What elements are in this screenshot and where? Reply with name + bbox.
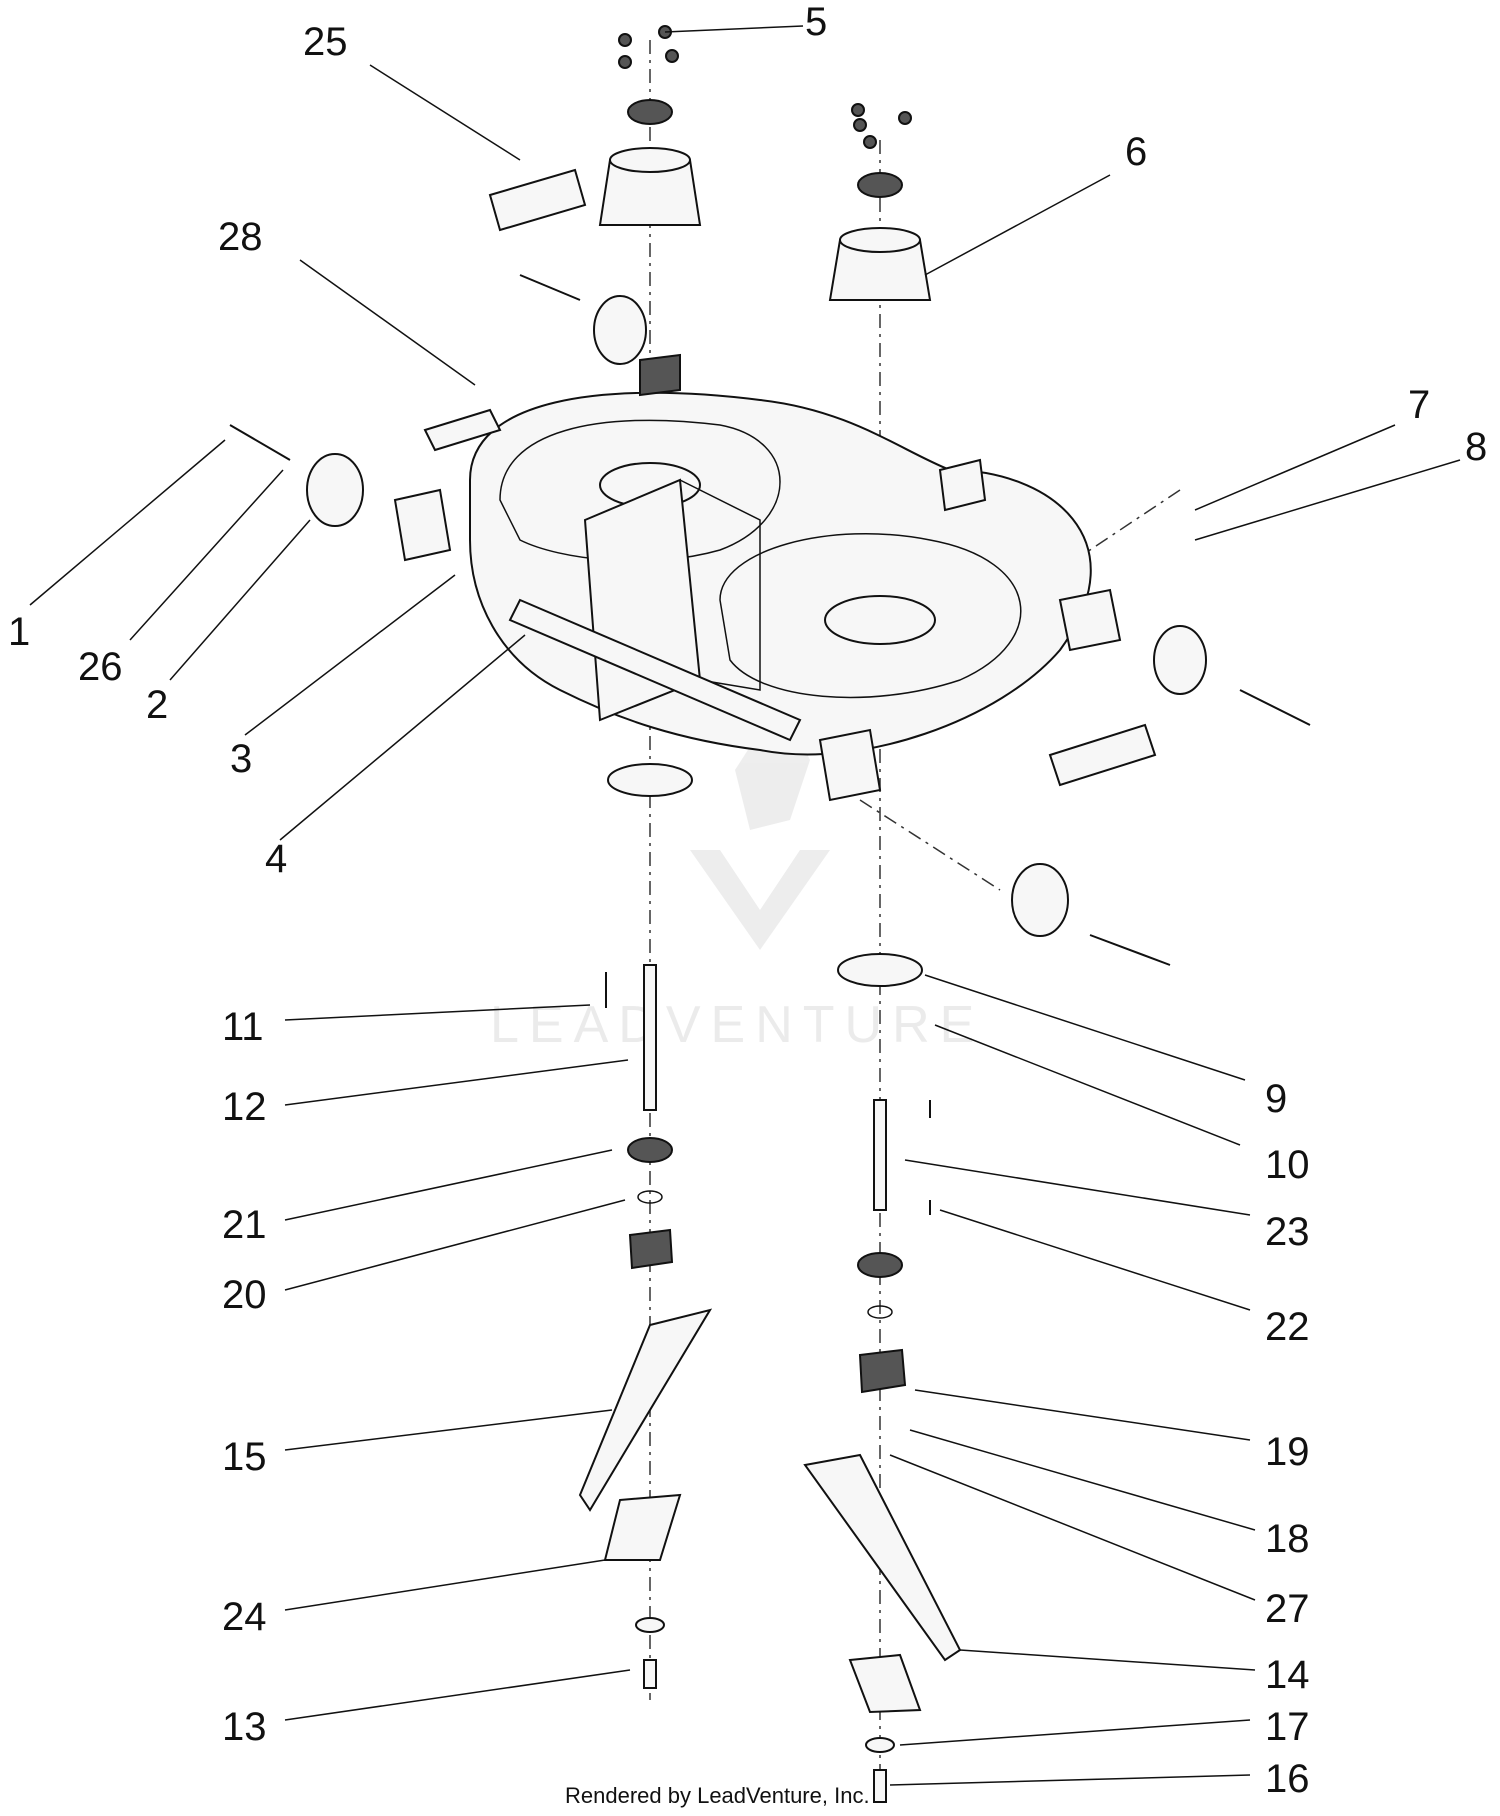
callout-2: 2 [146, 683, 168, 727]
callout-4: 4 [265, 837, 287, 881]
callout-13: 13 [222, 1705, 267, 1749]
callout-27: 27 [1265, 1587, 1310, 1631]
mower-deck [393, 353, 1122, 802]
callout-28: 28 [218, 215, 263, 259]
callout-labels: 25 5 6 28 7 8 1 26 2 3 4 11 12 21 20 15 … [8, 0, 1487, 1801]
callout-12: 12 [222, 1085, 267, 1129]
spindle-right [828, 103, 932, 301]
callout-26: 26 [78, 645, 123, 689]
callout-8: 8 [1465, 425, 1487, 469]
lower-left-assembly [578, 763, 713, 1689]
callout-15: 15 [222, 1435, 267, 1479]
decals [423, 168, 1157, 787]
callout-14: 14 [1265, 1653, 1310, 1697]
wheels [229, 274, 1311, 966]
watermark-text: LEADVENTURE [490, 996, 984, 1054]
spindle-left [598, 25, 702, 226]
callout-20: 20 [222, 1273, 267, 1317]
callout-16: 16 [1265, 1757, 1310, 1801]
leader-lines [29, 25, 1461, 1786]
callout-19: 19 [1265, 1430, 1310, 1474]
callout-23: 23 [1265, 1210, 1310, 1254]
callout-7: 7 [1408, 383, 1430, 427]
callout-9: 9 [1265, 1077, 1287, 1121]
callout-17: 17 [1265, 1705, 1310, 1749]
watermark: LEADVENTURE [490, 700, 984, 1054]
callout-25: 25 [303, 20, 348, 64]
callout-3: 3 [230, 737, 252, 781]
lower-right-assembly [803, 953, 962, 1803]
callout-18: 18 [1265, 1517, 1310, 1561]
callout-6: 6 [1125, 130, 1147, 174]
callout-11: 11 [222, 1005, 264, 1049]
callout-5: 5 [805, 0, 827, 44]
callout-22: 22 [1265, 1305, 1310, 1349]
callout-24: 24 [222, 1595, 267, 1639]
callout-10: 10 [1265, 1143, 1310, 1187]
callout-21: 21 [222, 1203, 267, 1247]
callout-1: 1 [8, 610, 30, 654]
footer-credit: Rendered by LeadVenture, Inc. [565, 1783, 870, 1808]
